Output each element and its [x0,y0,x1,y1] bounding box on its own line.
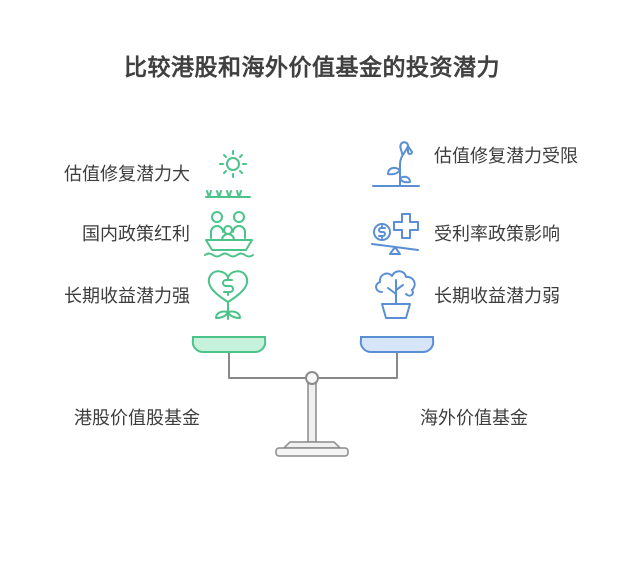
right-pan [359,336,435,354]
left-side-name: 港股价值股基金 [74,408,200,429]
right-item-label-2: 受利率政策影响 [434,224,560,245]
scale-base [275,447,349,457]
right-item-label-1: 估值修复潜力受限 [434,146,578,167]
sun-over-grass-icon [205,150,251,198]
right-item-label-3: 长期收益潜力弱 [434,286,560,307]
scale-post [307,377,317,443]
heart-plant-dollar-icon [207,270,249,320]
left-item-label-2: 国内政策红利 [82,224,190,245]
scale-base-top [282,441,342,449]
left-item-label-1: 估值修复潜力大 [64,164,190,185]
left-pan [191,336,267,354]
wilting-plant-icon [372,141,420,187]
family-in-boat-icon [204,211,254,258]
scale-pivot [305,371,319,385]
left-item-label-3: 长期收益潜力强 [64,286,190,307]
page-title: 比较港股和海外价值基金的投资潜力 [124,55,500,81]
dollar-seesaw-cross-icon [371,213,419,255]
right-side-name: 海外价值基金 [420,408,528,429]
tree-in-pot-icon [375,270,416,319]
